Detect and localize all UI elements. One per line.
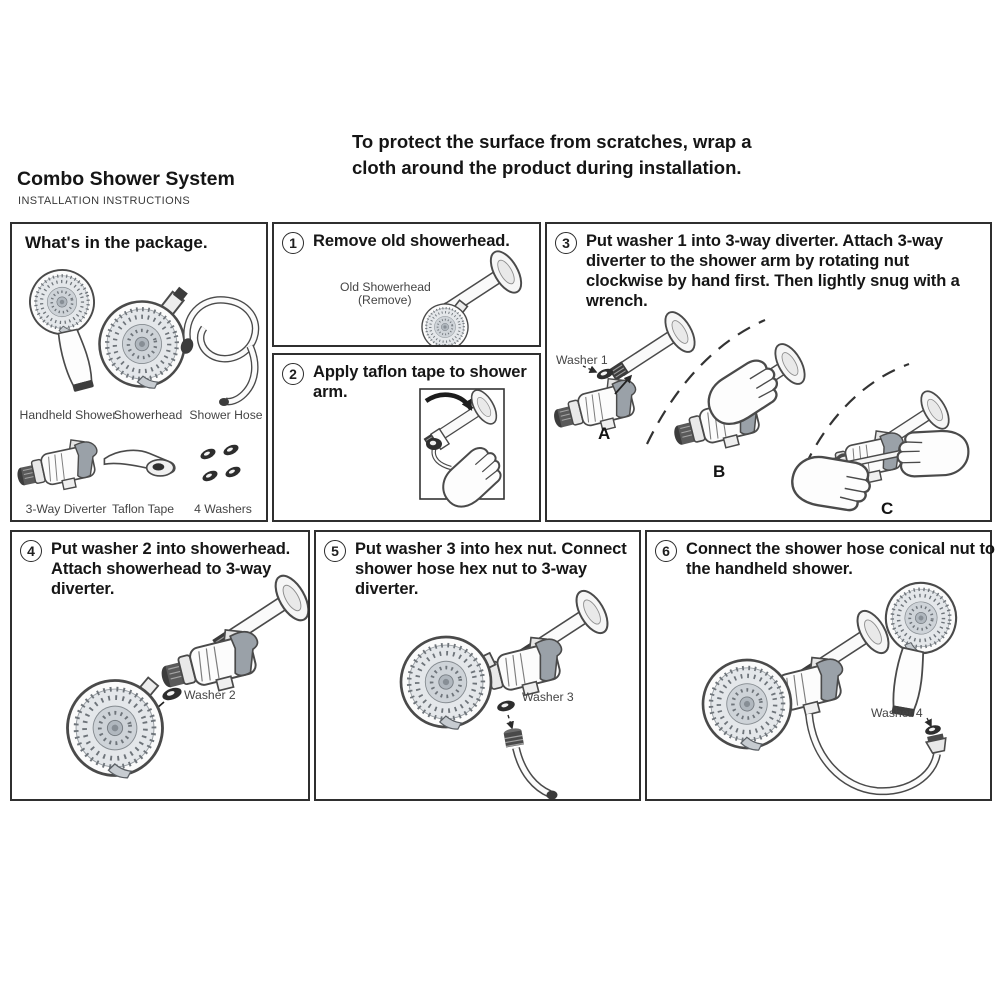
step-3-title: Put washer 1 into 3-way diverter. Attach… [586, 232, 960, 311]
step-2-number: 2 [282, 363, 304, 385]
package-panel: What's in the package. Handheld Shower S… [10, 222, 268, 522]
step-6-title: Connect the shower hose conical nut to t… [686, 540, 995, 579]
showerhead-illustration [695, 652, 800, 760]
step-2-illustration [274, 355, 511, 516]
hose-illustration [512, 746, 558, 799]
diverter-illustration [12, 434, 105, 500]
tape-illustration [103, 449, 176, 477]
sub-label-b: B [713, 462, 726, 481]
page-title: Combo Shower System [17, 168, 235, 190]
step-3-number: 3 [555, 232, 577, 254]
washer-2-label: Washer 2 [184, 688, 236, 702]
step-6-number: 6 [655, 540, 677, 562]
conical-nut-illustration [924, 733, 947, 754]
step-1-title: Remove old showerhead. [313, 232, 510, 250]
step-3-panel: 3 Put washer 1 into 3-way diverter. Atta… [545, 222, 992, 522]
step-5-number: 5 [324, 540, 346, 562]
washer-1-label: Washer 1 [556, 353, 608, 367]
washer-illustration [496, 698, 516, 714]
caution-note-line2: cloth around the product during installa… [352, 157, 742, 178]
showerhead-illustration [59, 671, 176, 788]
sub-step-c [786, 387, 971, 518]
washer-illustration [160, 685, 184, 703]
step-5-illustration [316, 532, 639, 799]
sub-step-a [547, 307, 700, 442]
sub-label-a: A [598, 424, 611, 443]
package-title: What's in the package. [25, 233, 208, 252]
insert-arrow [924, 717, 932, 728]
step-2-title: Apply taflon tape to shower arm. [313, 363, 527, 402]
rotate-arrow [424, 392, 473, 411]
remove-label: (Remove) [358, 293, 412, 307]
label-showerhead: Showerhead [113, 408, 183, 422]
showerhead-illustration [89, 286, 209, 398]
showerhead-illustration [393, 627, 507, 739]
step-4-illustration [12, 532, 308, 799]
insert-arrow [506, 714, 514, 730]
step-5-panel: 5 Put washer 3 into hex nut. Connect sho… [314, 530, 641, 801]
label-washers: 4 Washers [194, 502, 252, 516]
step-4-number: 4 [20, 540, 42, 562]
hose-illustration [805, 713, 941, 796]
sequence-arc-1 [646, 318, 766, 445]
step-1-illustration [416, 224, 539, 345]
step-4-panel: 4 Put washer 2 into showerhead. Attach s… [10, 530, 310, 801]
washer-4-label: Washer 4 [871, 706, 923, 720]
step-6-panel: 6 Connect the shower hose conical nut to… [645, 530, 995, 801]
step-6-illustration [647, 532, 990, 796]
caution-note: To protect the surface from scratches, w… [352, 129, 752, 181]
page-subtitle: INSTALLATION INSTRUCTIONS [18, 195, 191, 207]
old-showerhead-label: Old Showerhead [340, 280, 431, 294]
step-4-title: Put washer 2 into showerhead. Attach sho… [51, 540, 291, 599]
step-1-number: 1 [282, 232, 304, 254]
label-tape: Taflon Tape [111, 502, 175, 516]
sub-step-b [667, 339, 811, 460]
old-showerhead-illustration [416, 298, 474, 345]
shower-hose-illustration [180, 296, 260, 406]
sub-label-c: C [881, 499, 894, 518]
washers-illustration [198, 442, 243, 484]
label-diverter: 3-Way Diverter [25, 502, 107, 516]
step-3-illustration [547, 224, 971, 518]
washer-3-label: Washer 3 [522, 690, 574, 704]
sequence-arc-2 [804, 362, 910, 467]
hex-nut-illustration [502, 726, 525, 749]
caution-note-line1: To protect the surface from scratches, w… [352, 131, 752, 152]
step-5-title: Put washer 3 into hex nut. Connect showe… [355, 540, 627, 599]
step-2-panel: 2 Apply taflon tape to shower arm. [272, 353, 541, 522]
label-handheld-shower: Handheld Shower [19, 408, 117, 422]
step-1-panel: 1 Remove old showerhead. Old Showerhead … [272, 222, 541, 347]
package-illustration [12, 224, 260, 500]
label-shower-hose: Shower Hose [189, 408, 263, 422]
